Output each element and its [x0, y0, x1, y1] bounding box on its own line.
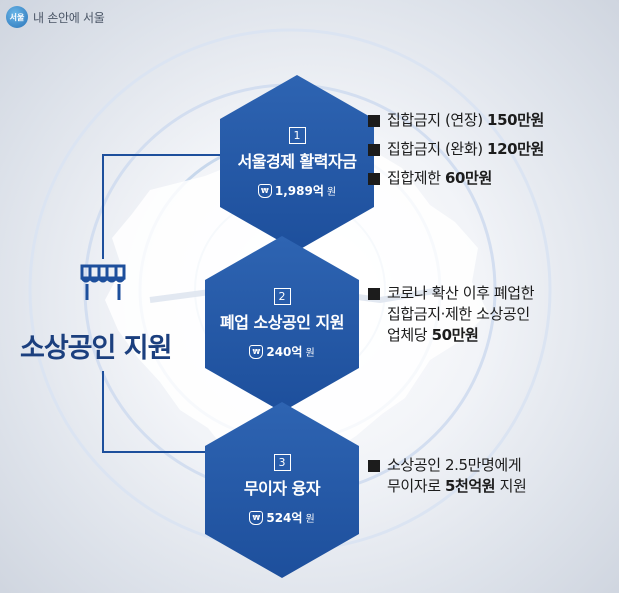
detail-text: 지원 [495, 477, 527, 495]
detail-text: 집합금지 (완화) [387, 140, 488, 158]
program-2-number: 2 [273, 288, 291, 305]
program-1-amount-unit: 원 [326, 187, 337, 198]
program-2-details: 코로나 확산 이후 폐업한 집합금지·제한 소상공인 업체당 50만원 [368, 283, 535, 354]
seoul-logo[interactable]: 서울 내 손안에 서울 [6, 6, 105, 28]
storefront-icon [78, 260, 128, 308]
detail-line: 집합금지·제한 소상공인 [387, 305, 530, 323]
detail-amount: 5천억원 [444, 477, 496, 495]
detail-amount: 120만원 [487, 140, 544, 158]
detail-item: 집합금지 (연장) 150만원 [368, 110, 544, 131]
detail-text: 무이자로 [387, 477, 445, 495]
detail-text: 집합금지 (연장) [387, 111, 488, 129]
program-1-title: 서울경제 활력자금 [237, 152, 357, 171]
money-bag-icon: ₩ [257, 183, 272, 198]
program-2-amount-unit: 원 [305, 348, 315, 359]
program-3-title: 무이자 융자 [243, 479, 321, 498]
detail-amount: 50만원 [431, 326, 479, 344]
detail-item: 집합금지 (완화) 120만원 [368, 139, 544, 160]
bullet-square-icon [368, 460, 380, 472]
program-2-title: 폐업 소상공인 지원 [220, 313, 344, 332]
bullet-square-icon [368, 144, 380, 156]
detail-item: 집합제한 60만원 [368, 168, 544, 189]
program-3-amount-value: 524억 [266, 511, 303, 525]
detail-text: 업체당 [387, 326, 432, 344]
program-1-amount-value: 1,989억 [274, 184, 324, 198]
bullet-square-icon [368, 173, 380, 185]
detail-item: 코로나 확산 이후 폐업한 집합금지·제한 소상공인 업체당 50만원 [368, 283, 535, 346]
detail-amount: 150만원 [487, 111, 544, 129]
program-3-details: 소상공인 2.5만명에게 무이자로 5천억원 지원 [368, 455, 527, 505]
program-3-amount-unit: 원 [305, 514, 315, 525]
detail-line: 코로나 확산 이후 폐업한 [387, 284, 535, 302]
program-3-number: 3 [273, 454, 291, 471]
category-title: 소상공인 지원 [20, 333, 172, 364]
bullet-square-icon [368, 115, 380, 127]
money-bag-icon: ₩ [249, 344, 264, 359]
detail-amount: 60만원 [444, 169, 492, 187]
detail-item: 소상공인 2.5만명에게 무이자로 5천억원 지원 [368, 455, 527, 497]
program-1-number: 1 [288, 127, 306, 144]
detail-line: 소상공인 2.5만명에게 [387, 456, 522, 474]
bullet-square-icon [368, 288, 380, 300]
seoul-logo-icon: 서울 [6, 6, 28, 28]
program-2-amount-value: 240억 [266, 345, 303, 359]
logo-text: 내 손안에 서울 [33, 10, 105, 25]
money-bag-icon: ₩ [249, 510, 264, 525]
program-1-details: 집합금지 (연장) 150만원 집합금지 (완화) 120만원 집합제한 60만… [368, 110, 544, 197]
detail-text: 집합제한 [387, 169, 445, 187]
